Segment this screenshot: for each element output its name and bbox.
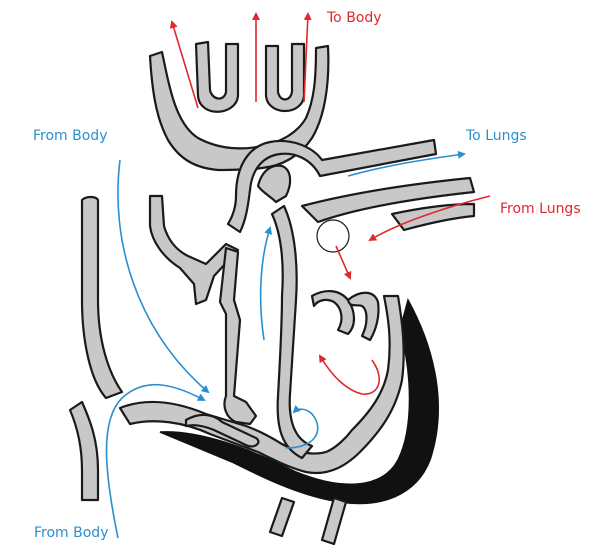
vena-cava-wall <box>70 402 98 500</box>
inferior-vessel-left <box>270 498 294 536</box>
valve-arrow <box>336 246 350 278</box>
inferior-vessel-right <box>322 498 346 544</box>
left-ventricle-arrow <box>320 356 379 394</box>
from-lungs-label: From Lungs <box>500 201 581 217</box>
pulmonary-artery-inner <box>258 166 290 202</box>
to-body-label: To Body <box>327 10 382 26</box>
right-ventricle-arrow <box>261 228 270 340</box>
mitral-valve-left <box>312 291 354 334</box>
atrium-wall <box>220 248 256 424</box>
aorta-branch-1 <box>196 42 238 112</box>
to-body-arrow-1 <box>172 22 198 108</box>
from-body-lower-label: From Body <box>34 525 108 541</box>
from-body-upper-label: From Body <box>33 128 107 144</box>
aorta-branch-2 <box>266 44 304 111</box>
septum <box>272 206 312 458</box>
superior-vena-cava <box>82 197 122 398</box>
to-lungs-label: To Lungs <box>466 128 527 144</box>
valve-circle-marker <box>317 220 349 252</box>
pulmonary-vein-lower <box>392 204 474 230</box>
